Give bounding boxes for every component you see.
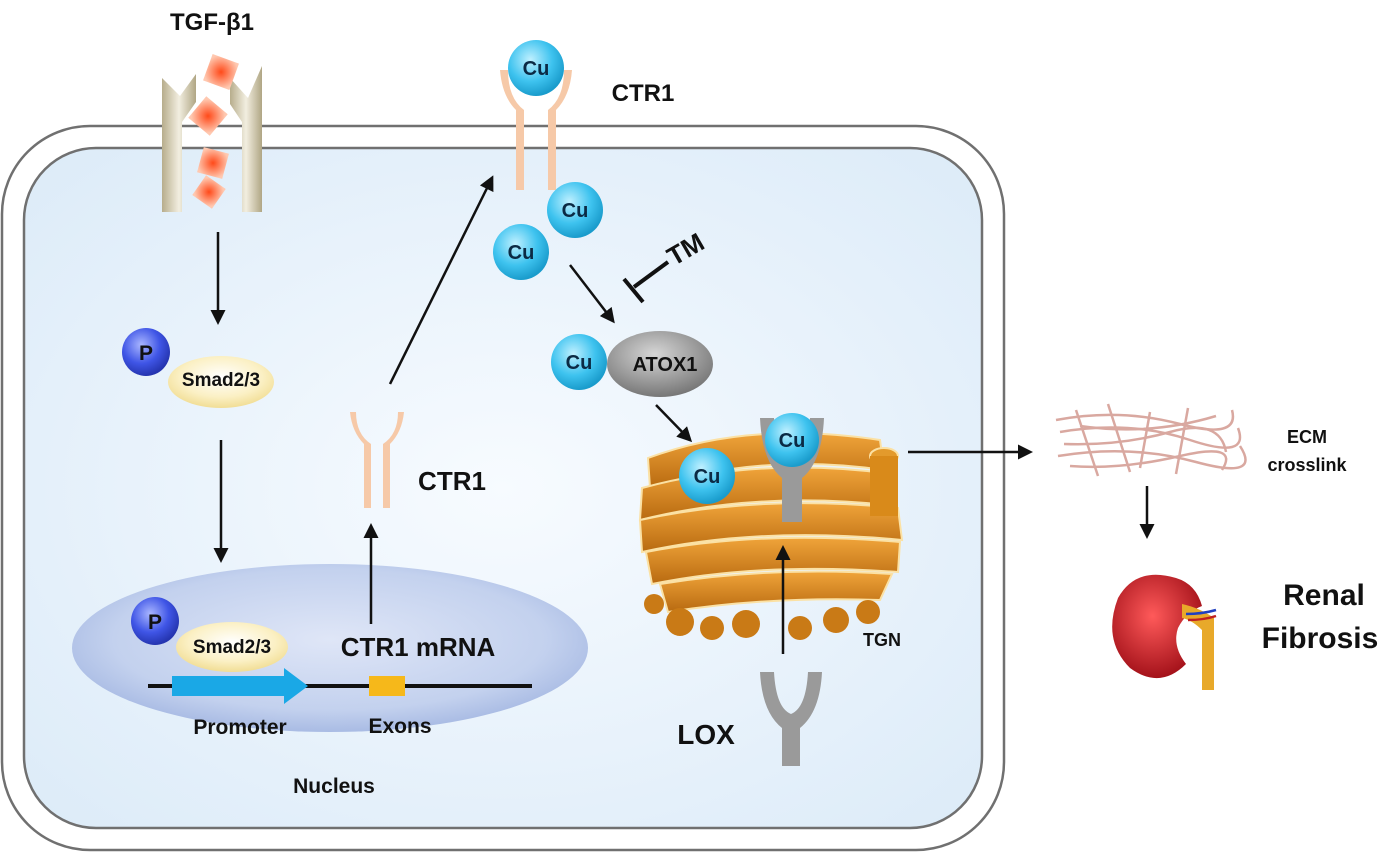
promoter-label: Promoter (193, 716, 286, 739)
copper-ion-atox1-label: Cu (566, 352, 593, 374)
ecm-fibers (1055, 403, 1247, 477)
lox-label: LOX (677, 719, 735, 750)
tgf-receptor (162, 66, 262, 212)
ecm-label-line2: crosslink (1267, 455, 1347, 475)
copper-ion-top (508, 40, 564, 96)
copper-ion-top-label: Cu (523, 58, 550, 80)
promoter-arrow (172, 668, 308, 704)
copper-ion-3 (493, 224, 549, 280)
nucleus (72, 564, 588, 732)
exons-label: Exons (368, 715, 431, 738)
arrow-cu-to-atox1 (569, 264, 615, 324)
copper-ion-golgi-label: Cu (694, 466, 721, 488)
atox1-label: ATOX1 (633, 354, 698, 376)
nucleus-label: Nucleus (293, 775, 375, 798)
copper-ion-atox1 (551, 334, 607, 390)
copper-ion-3-label: Cu (508, 242, 535, 264)
phospho-nucleus (131, 597, 179, 645)
smad-cytoplasm-label: Smad2/3 (182, 370, 260, 391)
arrow-atox1-to-golgi (655, 404, 693, 443)
tgf-ligand (188, 54, 239, 209)
kidney (1112, 574, 1217, 690)
lox-protein (760, 672, 822, 766)
copper-ion-2-label: Cu (562, 200, 589, 222)
smad-nucleus-label: Smad2/3 (193, 637, 271, 658)
ctr1-top-receptor (500, 70, 572, 190)
smad-cytoplasm (168, 356, 274, 408)
arrow-ctr1-to-membrane (388, 175, 494, 385)
ctr1-mrna-label: CTR1 mRNA (341, 632, 496, 662)
ctr1-mid-label: CTR1 (418, 466, 486, 496)
copper-ion-lox (765, 413, 819, 467)
copper-ion-golgi (679, 448, 735, 504)
smad-nucleus (176, 622, 288, 672)
phospho-nucleus-label: P (148, 611, 162, 634)
phospho-cytoplasm-label: P (139, 342, 153, 365)
renal-label-line1: Renal (1283, 579, 1365, 612)
phospho-cytoplasm (122, 328, 170, 376)
atox1 (607, 331, 713, 397)
ecm-label-line1: ECM (1287, 427, 1327, 447)
exon-box (369, 676, 405, 696)
tgn-label: TGN (863, 630, 901, 650)
copper-ion-lox-label: Cu (779, 430, 806, 452)
renal-label-line2: Fibrosis (1262, 622, 1379, 655)
tgf-label: TGF-β1 (170, 9, 254, 36)
copper-ion-2 (547, 182, 603, 238)
tm-inhibitor (622, 260, 670, 304)
ctr1-mid-receptor (350, 412, 404, 508)
ctr1-top-label: CTR1 (612, 80, 675, 107)
